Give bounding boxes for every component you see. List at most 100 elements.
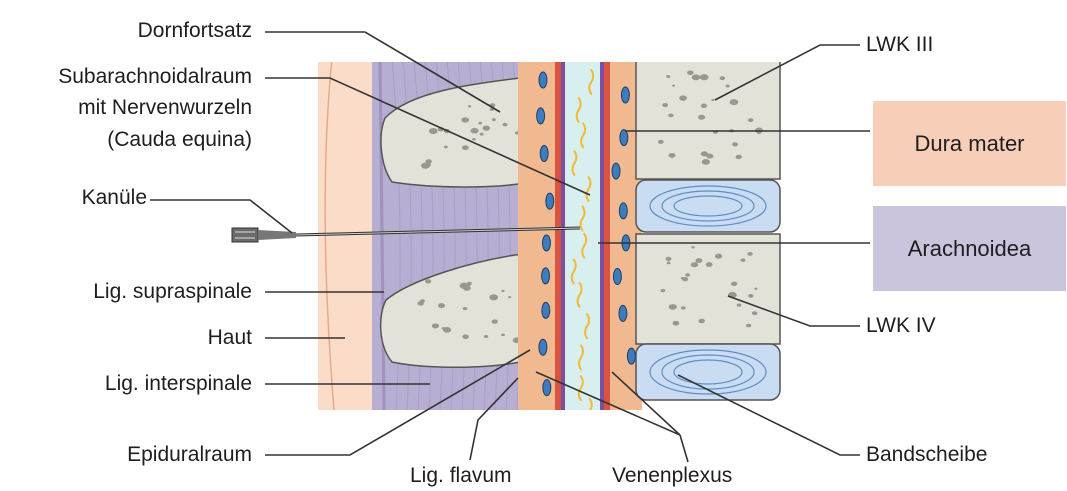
bone-pore xyxy=(736,155,742,159)
dura-mater-left xyxy=(555,55,561,415)
vein xyxy=(619,305,627,321)
vein xyxy=(543,380,551,396)
vertebral-body-lwk4 xyxy=(636,234,780,344)
bone-pore xyxy=(462,334,469,339)
vein xyxy=(542,268,550,284)
label-subarachnoidalraum-2: mit Nervenwurzeln xyxy=(78,96,252,120)
bone-pore xyxy=(691,246,694,248)
bone-pore xyxy=(468,105,471,107)
bone-pore xyxy=(752,311,757,315)
bone-pore xyxy=(679,95,687,100)
label-dornfortsatz: Dornfortsatz xyxy=(138,19,252,43)
bone-pore xyxy=(695,258,702,263)
bone-pore xyxy=(747,252,752,256)
bone-pore xyxy=(731,282,737,286)
vein xyxy=(542,302,550,318)
bone-pore xyxy=(480,133,484,136)
bone-pore xyxy=(698,115,705,120)
label-kanuele: Kanüle xyxy=(82,186,147,210)
label-venenplexus: Venenplexus xyxy=(612,464,732,488)
bone-pore xyxy=(478,122,482,125)
vein xyxy=(542,235,550,251)
bone-pore xyxy=(443,327,451,333)
vein xyxy=(539,72,547,88)
bone-pore xyxy=(691,262,698,267)
bone-pore xyxy=(501,290,504,292)
bone-pore xyxy=(427,163,431,166)
bone-pore xyxy=(748,294,753,298)
bone-pore xyxy=(438,303,445,308)
intervertebral-disc-lower xyxy=(636,344,780,400)
bone-pore xyxy=(754,288,757,290)
bone-pore xyxy=(463,285,471,290)
vein xyxy=(546,193,554,209)
legend-dura-mater: Dura mater xyxy=(873,101,1066,186)
bone-pore xyxy=(471,128,479,134)
vein xyxy=(539,339,547,355)
bone-pore xyxy=(466,282,471,286)
bone-pore xyxy=(463,307,468,310)
bone-pore xyxy=(489,294,498,300)
bone-pore xyxy=(492,319,498,323)
bone-pore xyxy=(730,99,739,105)
bone-pore xyxy=(740,258,745,262)
vein xyxy=(627,348,635,364)
bone-pore xyxy=(681,277,684,279)
label-subarachnoidalraum-3: (Cauda equina) xyxy=(107,128,252,152)
bone-pore xyxy=(701,104,707,108)
vein xyxy=(620,130,628,146)
bone-pore xyxy=(658,140,664,144)
legend-dura-mater-label: Dura mater xyxy=(914,131,1024,157)
vein xyxy=(537,108,545,124)
bone-pore xyxy=(444,146,448,149)
bone-pore xyxy=(662,103,668,107)
label-lig-interspinale: Lig. interspinale xyxy=(105,372,252,396)
bone-pore xyxy=(461,117,469,122)
label-lig-flavum: Lig. flavum xyxy=(410,464,512,488)
bone-pore xyxy=(661,289,666,292)
bone-pore xyxy=(672,85,675,87)
bone-pore xyxy=(417,301,424,306)
bone-pore xyxy=(666,257,672,261)
bone-pore xyxy=(737,304,742,307)
vein xyxy=(540,146,548,162)
vein xyxy=(613,269,621,285)
bone-pore xyxy=(706,262,713,267)
bone-pore xyxy=(746,324,751,328)
bone-pore xyxy=(702,159,710,165)
bone-pore xyxy=(483,125,491,130)
bone-pore xyxy=(462,145,469,150)
subarachnoid-space xyxy=(565,55,600,415)
arachnoidea-left xyxy=(561,55,565,415)
bone-pore xyxy=(666,75,670,78)
label-subarachnoidalraum-1: Subarachnoidalraum xyxy=(58,65,252,89)
bone-pore xyxy=(669,153,676,158)
bone-pore xyxy=(732,142,738,146)
bone-pore xyxy=(685,273,690,276)
bone-pore xyxy=(492,118,496,121)
intervertebral-disc-upper xyxy=(636,180,780,232)
bone-pore xyxy=(720,76,725,80)
arachnoidea-right xyxy=(600,55,604,415)
bone-pore xyxy=(726,85,730,88)
bone-pore xyxy=(700,74,709,80)
bone-pore xyxy=(502,123,507,127)
label-haut: Haut xyxy=(208,326,252,350)
legend-arachnoidea-label: Arachnoidea xyxy=(908,236,1032,262)
bone-pore xyxy=(748,118,754,122)
label-epiduralraum: Epiduralraum xyxy=(127,443,252,467)
label-lwk-iv: LWK IV xyxy=(866,314,936,338)
bone-pore xyxy=(484,335,488,338)
dura-mater-right xyxy=(604,55,610,415)
bone-pore xyxy=(425,279,431,283)
label-bandscheibe: Bandscheibe xyxy=(866,443,987,467)
bone-pore xyxy=(668,113,673,117)
bone-pore xyxy=(681,306,686,309)
legend-arachnoidea: Arachnoidea xyxy=(873,206,1066,291)
vein xyxy=(612,163,620,179)
bone-pore xyxy=(687,70,694,75)
bone-pore xyxy=(699,319,705,323)
vein xyxy=(621,87,629,103)
vein xyxy=(619,203,627,219)
